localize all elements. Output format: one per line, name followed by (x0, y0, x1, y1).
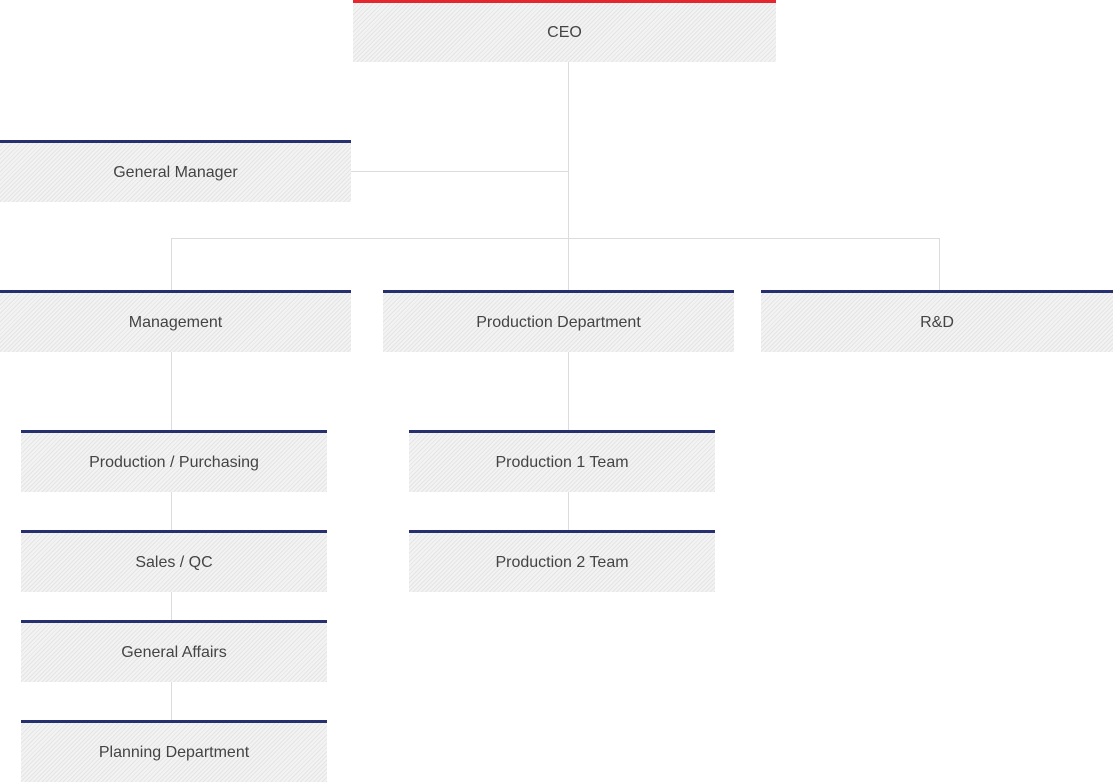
connector-rnd-drop (939, 238, 940, 290)
node-label: General Affairs (121, 643, 227, 661)
connector-management-drop (171, 238, 172, 290)
node-label: Production / Purchasing (89, 453, 259, 471)
node-label: Planning Department (98, 743, 250, 761)
connector-departments-horizontal (171, 238, 940, 239)
node-ceo: CEO (353, 0, 776, 62)
node-planning-department: Planning Department (21, 720, 327, 782)
node-management: Management (0, 290, 351, 352)
node-label: Management (128, 313, 223, 331)
node-production-department: Production Department (383, 290, 734, 352)
node-rnd: R&D (761, 290, 1113, 352)
node-label: Production 1 Team (495, 453, 629, 471)
node-sales-qc: Sales / QC (21, 530, 327, 592)
node-label: Production Department (476, 313, 641, 331)
node-production-2-team: Production 2 Team (409, 530, 715, 592)
node-production-1-team: Production 1 Team (409, 430, 715, 492)
node-label: General Manager (113, 163, 238, 181)
node-label: Production 2 Team (495, 553, 629, 571)
connector-ceo-trunk (568, 62, 569, 290)
node-label: CEO (547, 23, 582, 41)
node-label: Sales / QC (135, 553, 213, 571)
node-label: R&D (920, 313, 954, 331)
node-general-manager: General Manager (0, 140, 351, 202)
node-production-purchasing: Production / Purchasing (21, 430, 327, 492)
connector-general-manager (351, 171, 569, 172)
node-general-affairs: General Affairs (21, 620, 327, 682)
